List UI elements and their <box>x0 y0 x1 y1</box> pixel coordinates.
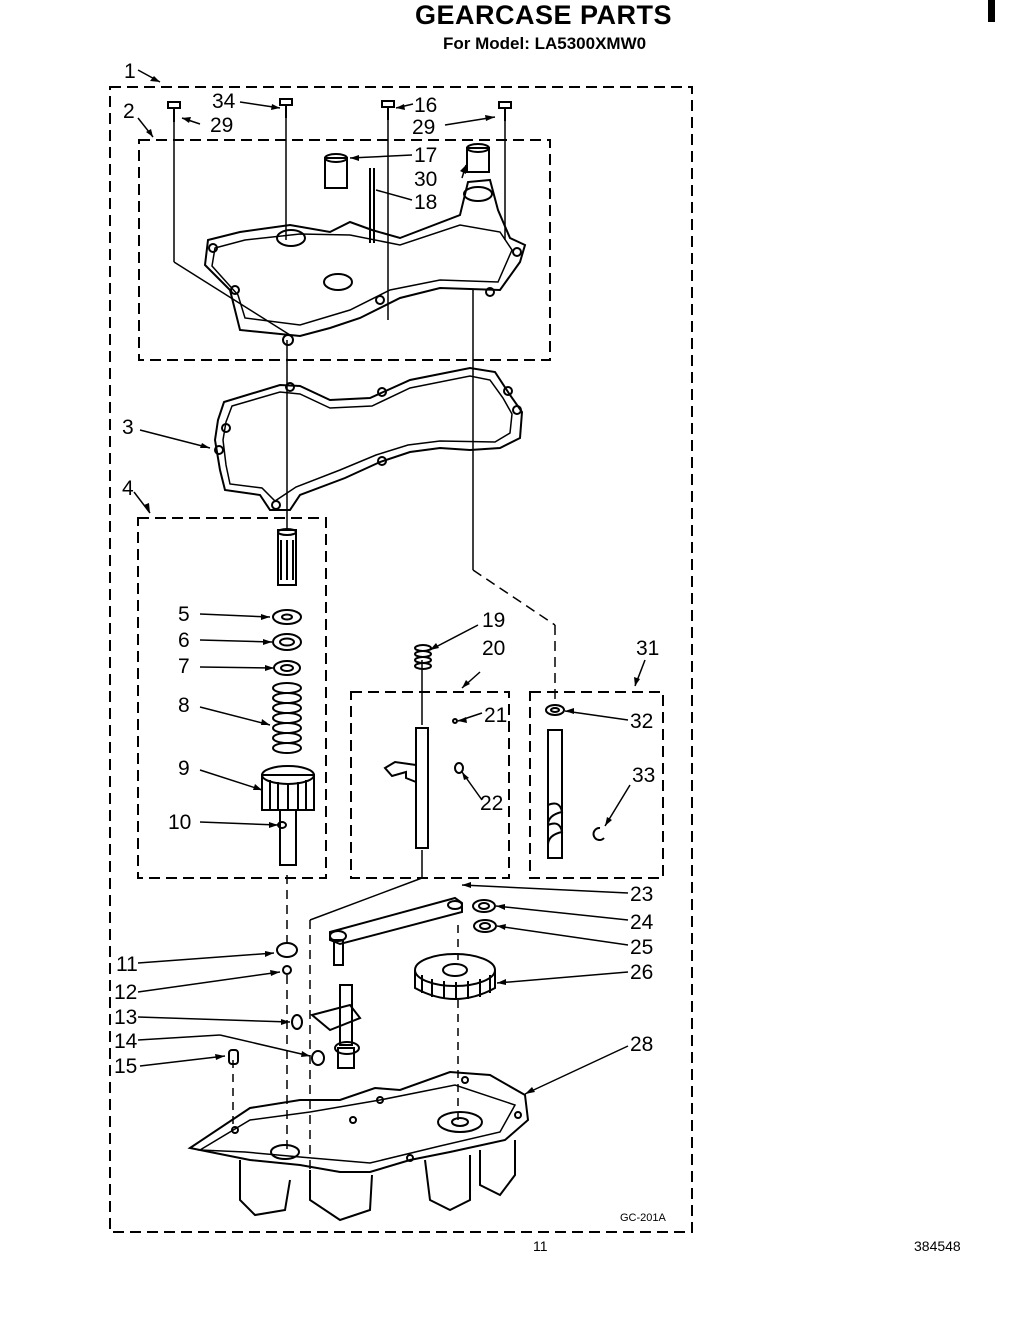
page-number: 11 <box>533 1238 548 1254</box>
washer-6 <box>272 633 302 651</box>
ball-12 <box>282 965 292 975</box>
callout-24: 24 <box>630 911 654 934</box>
page-title: GEARCASE PARTS <box>415 0 673 30</box>
callout-6: 6 <box>178 629 190 652</box>
callout-3: 3 <box>122 416 134 439</box>
callout-29-right: 29 <box>412 116 435 139</box>
model-subtitle: For Model: LA5300XMW0 <box>443 34 647 53</box>
callout-30: 30 <box>414 168 437 191</box>
washer-5 <box>272 609 302 625</box>
callout-15: 15 <box>114 1055 137 1078</box>
washer-24 <box>472 899 496 913</box>
cover-assembly-boundary <box>138 139 551 361</box>
callout-11: 11 <box>116 953 138 976</box>
pin-21 <box>452 718 458 724</box>
ring-22 <box>454 762 464 774</box>
washer-25 <box>473 919 497 933</box>
callout-12: 12 <box>114 981 137 1004</box>
washer-32 <box>545 704 565 716</box>
link-23 <box>329 896 463 966</box>
callout-2: 2 <box>123 100 135 123</box>
gearcase-base <box>187 1070 530 1222</box>
shifter-assembly-boundary <box>350 691 510 879</box>
pinion-assembly-boundary <box>137 517 327 879</box>
callout-arrowheads <box>144 76 640 1094</box>
callout-4: 4 <box>122 477 134 500</box>
drawing-code: GC-201A <box>620 1212 667 1224</box>
gearcase-cover <box>203 143 527 346</box>
spring-19 <box>414 644 432 670</box>
bearing-11 <box>276 942 298 958</box>
callout-13: 13 <box>114 1006 137 1029</box>
pin-15 <box>228 1049 239 1065</box>
callout-8: 8 <box>178 694 190 717</box>
washer-7 <box>273 660 301 676</box>
callout-29-left: 29 <box>210 114 233 137</box>
callout-31: 31 <box>636 637 659 660</box>
callout-leaders <box>133 69 646 1095</box>
pinion-gear-9 <box>261 765 315 866</box>
callout-7: 7 <box>178 655 190 678</box>
main-gear-26 <box>414 953 496 1000</box>
callout-26: 26 <box>630 961 653 984</box>
shifter-fork-20 <box>383 727 429 849</box>
callout-23: 23 <box>630 883 653 906</box>
callout-16: 16 <box>414 94 437 117</box>
callout-33: 33 <box>632 764 655 787</box>
callout-34: 34 <box>212 90 236 113</box>
gasket <box>213 366 524 511</box>
callout-5: 5 <box>178 603 190 626</box>
screw-29-right <box>498 101 512 121</box>
callout-28: 28 <box>630 1033 653 1056</box>
callout-32: 32 <box>630 710 653 733</box>
callout-25: 25 <box>630 936 653 959</box>
callout-14: 14 <box>114 1030 138 1053</box>
callout-20: 20 <box>482 637 505 660</box>
screw-16 <box>381 100 395 120</box>
callout-18: 18 <box>414 191 437 214</box>
clip-33 <box>592 827 605 841</box>
callout-22: 22 <box>480 792 503 815</box>
part-14 <box>311 1050 325 1066</box>
shift-lever <box>309 984 362 1069</box>
drive-shaft-31 <box>546 729 564 859</box>
document-number: 384548 <box>914 1238 961 1254</box>
callout-1: 1 <box>124 60 136 83</box>
pinion-shaft-top <box>277 528 297 586</box>
corner-mark <box>988 0 995 22</box>
screw-29-left <box>167 101 181 122</box>
screw-34 <box>279 98 293 118</box>
shaft-assembly-boundary <box>529 691 664 879</box>
callout-9: 9 <box>178 757 190 780</box>
callout-10: 10 <box>168 811 191 834</box>
callout-21: 21 <box>484 704 507 727</box>
part-13 <box>291 1014 303 1030</box>
assembly-boundary <box>109 86 693 1233</box>
spring-8 <box>272 682 302 754</box>
callout-19: 19 <box>482 609 505 632</box>
callout-17: 17 <box>414 144 437 167</box>
